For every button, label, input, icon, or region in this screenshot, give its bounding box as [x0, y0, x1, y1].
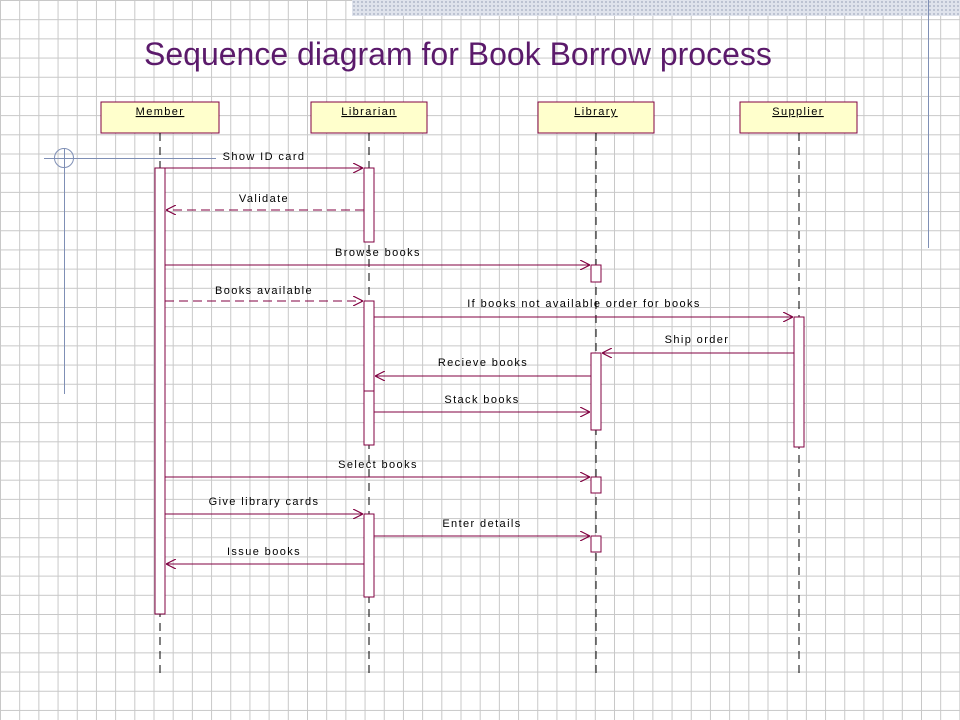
message-give-library-cards: Give library cards	[165, 496, 363, 514]
participant-library: Library	[537, 101, 655, 134]
participant-label-supplier: Supplier	[772, 106, 824, 118]
message-label: Validate	[239, 193, 289, 205]
decorative-circle-icon	[54, 148, 74, 168]
top-decorative-band	[352, 0, 960, 16]
activation-bar-member	[154, 167, 166, 615]
message-label: Browse books	[335, 247, 421, 259]
message-label: Stack books	[444, 394, 519, 406]
activation-bar-librarian-2	[363, 300, 375, 446]
message-books-available: Books available	[165, 285, 363, 301]
message-browse-books: Browse books	[165, 247, 590, 265]
message-enter-details: Enter details	[374, 518, 590, 536]
decorative-horizontal-line	[44, 158, 216, 159]
message-show-id-card: Show ID card	[165, 151, 363, 168]
participant-supplier: Supplier	[739, 101, 858, 134]
decorative-vertical-line-left	[64, 148, 65, 394]
activation-bar-library-3	[590, 476, 602, 494]
message-label: Issue books	[227, 546, 301, 558]
activation-bar-library-1	[590, 264, 602, 283]
participant-label-member: Member	[136, 106, 185, 118]
message-recieve-books: Recieve books	[375, 357, 591, 376]
participant-member: Member	[100, 101, 220, 134]
message-label: Give library cards	[209, 496, 320, 508]
activation-bar-librarian-3	[363, 513, 375, 598]
message-label: Ship order	[665, 334, 730, 346]
message-stack-books: Stack books	[374, 394, 590, 412]
message-ship-order: Ship order	[602, 334, 794, 353]
message-label: Select books	[338, 459, 418, 471]
message-select-books: Select books	[165, 459, 590, 477]
activation-bar-librarian-1	[363, 167, 375, 243]
decorative-vertical-line-right	[928, 0, 929, 248]
message-label: If books not available order for books	[467, 298, 701, 310]
slide-title: Sequence diagram for Book Borrow process	[144, 36, 772, 72]
activation-bar-supplier	[793, 316, 805, 448]
participant-label-library: Library	[574, 106, 617, 118]
message-label: Recieve books	[438, 357, 528, 369]
message-label: Books available	[215, 285, 313, 297]
message-label: Enter details	[442, 518, 521, 530]
activation-bar-library-2	[590, 352, 602, 431]
message-validate: Validate	[166, 193, 364, 210]
activation-bar-library-4	[590, 535, 602, 553]
message-label: Show ID card	[223, 151, 306, 163]
participant-label-librarian: Librarian	[341, 106, 396, 118]
message-issue-books: Issue books	[166, 546, 364, 564]
message-order-books: If books not available order for books	[374, 298, 793, 317]
participant-librarian: Librarian	[310, 101, 428, 134]
